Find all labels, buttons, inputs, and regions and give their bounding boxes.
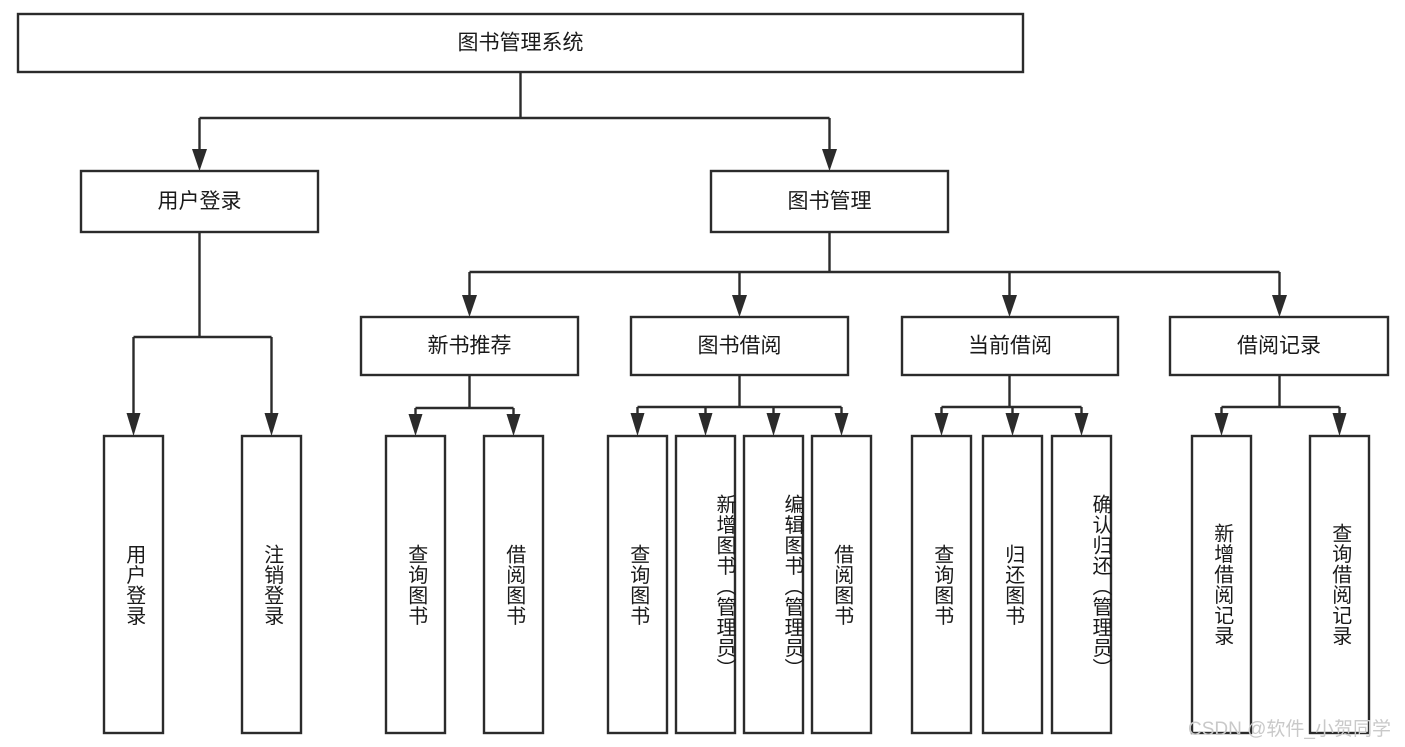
node-book-manage[interactable]: 图书管理 <box>709 169 950 234</box>
node-current-borrow-label: 当前借阅 <box>968 335 1052 358</box>
leaf-label: 编辑图书（管理员） <box>781 493 803 679</box>
node-leaf-user-logout[interactable]: 注销登录 <box>240 434 303 735</box>
connector-bookmanage-to-level2 <box>462 232 1287 317</box>
node-user-login-label: 用户登录 <box>158 190 242 213</box>
node-leaf-confirm-return[interactable]: 确认归还（管理员） <box>1050 434 1113 735</box>
connector-root-to-level1 <box>192 72 837 171</box>
node-root-label: 图书管理系统 <box>458 32 584 55</box>
node-user-login[interactable]: 用户登录 <box>79 169 320 234</box>
node-leaf-query-book-1[interactable]: 查询图书 <box>384 434 447 735</box>
node-leaf-query-record[interactable]: 查询借阅记录 <box>1308 434 1371 735</box>
leaf-label: 归还图书 <box>1001 543 1024 626</box>
node-current-borrow[interactable]: 当前借阅 <box>900 315 1120 377</box>
leaf-label: 新增图书（管理员） <box>713 493 735 679</box>
leaf-label: 查询图书 <box>930 543 953 626</box>
node-leaf-add-book[interactable]: 新增图书（管理员） <box>674 434 737 735</box>
node-leaf-query-book-3[interactable]: 查询图书 <box>910 434 973 735</box>
connector-userlogin-to-leaves <box>126 232 279 436</box>
leaf-label: 借阅图书 <box>502 543 525 626</box>
node-borrow-record[interactable]: 借阅记录 <box>1168 315 1390 377</box>
connector-borrowrecord-to-leaves <box>1214 375 1347 436</box>
leaf-label: 用户登录 <box>122 543 145 626</box>
node-book-borrow-label: 图书借阅 <box>698 335 782 358</box>
csdn-watermark: CSDN @软件_小贺同学 <box>1188 719 1391 740</box>
node-leaf-borrow-book-1[interactable]: 借阅图书 <box>482 434 545 735</box>
node-leaf-borrow-book-2[interactable]: 借阅图书 <box>810 434 873 735</box>
node-root[interactable]: 图书管理系统 <box>16 12 1025 74</box>
leaf-label: 查询图书 <box>404 543 427 626</box>
leaf-label: 新增借阅记录 <box>1210 523 1233 646</box>
leaf-label: 确认归还（管理员） <box>1089 493 1111 679</box>
node-leaf-add-record[interactable]: 新增借阅记录 <box>1190 434 1253 735</box>
connector-newbook-to-leaves <box>408 375 521 436</box>
connector-currentborrow-to-leaves <box>934 375 1089 436</box>
node-leaf-return-book[interactable]: 归还图书 <box>981 434 1044 735</box>
leaf-label: 查询借阅记录 <box>1328 523 1351 646</box>
node-leaf-user-login[interactable]: 用户登录 <box>102 434 165 735</box>
leaf-label: 借阅图书 <box>830 543 853 626</box>
leaf-label: 注销登录 <box>260 543 283 626</box>
node-leaf-edit-book[interactable]: 编辑图书（管理员） <box>742 434 805 735</box>
node-new-book-recommend-label: 新书推荐 <box>428 335 512 358</box>
connector-bookborrow-to-leaves <box>630 375 849 436</box>
node-new-book-recommend[interactable]: 新书推荐 <box>359 315 580 377</box>
node-leaf-query-book-2[interactable]: 查询图书 <box>606 434 669 735</box>
leaf-label: 查询图书 <box>626 543 649 626</box>
node-book-borrow[interactable]: 图书借阅 <box>629 315 850 377</box>
node-book-manage-label: 图书管理 <box>788 190 872 213</box>
node-borrow-record-label: 借阅记录 <box>1237 335 1321 358</box>
